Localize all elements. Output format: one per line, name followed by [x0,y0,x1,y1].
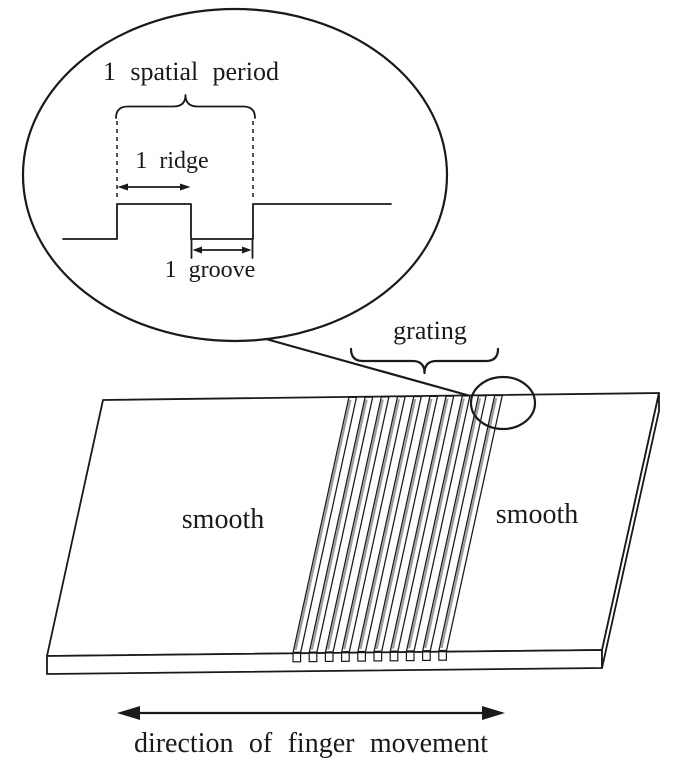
magnifier-circle [469,375,537,431]
grating-tooth [324,652,334,663]
magnifier-inset-ellipse [21,7,449,343]
waveform-profile [62,203,392,240]
grating-tooth [308,652,318,663]
direction-label: direction of finger movement [134,728,488,759]
grating-ridge-shadow [375,398,433,649]
grating-tooth [373,651,383,662]
grating-tooth [422,651,431,662]
smooth-left-label: smooth [182,504,264,535]
grating-tooth [389,651,399,662]
magnified-inset: 1 spatial period 1 ridge 1 groove [21,7,449,343]
grating-ridge-shadow [294,399,352,650]
finger-movement-arrow [117,706,505,720]
grating-ridge-shadow [359,399,417,650]
grating-ridge-shadow [424,398,482,649]
grating-ridge-shadow [326,399,384,650]
grating-tooth [341,652,350,662]
grating-tooth [405,651,415,662]
plate-right-face [601,392,660,669]
grating-label: grating [393,316,467,345]
grating-ridge-shadow [391,398,449,649]
grating-ridge-shadow [343,399,401,650]
groove-label: 1 groove [165,257,256,283]
spatial-period-label: 1 spatial period [103,57,279,86]
grating-tooth [292,652,302,663]
magnifier-connector-line [264,337,476,399]
grating-teeth [292,651,447,663]
groove-dimension-arrow [190,239,254,259]
grating-ridge-shadow [310,399,368,650]
grating-tooth [438,651,447,661]
spatial-period-brace [115,94,256,119]
grating-tooth [357,651,366,662]
ridge-label: 1 ridge [135,148,208,174]
smooth-right-label: smooth [496,499,578,530]
plate: smooth smooth [46,392,660,675]
grating-stripes [292,394,504,654]
grating-ridge-shadow [440,398,498,649]
grating-brace [349,347,500,375]
ridge-dimension-arrow [117,183,191,191]
grating-ridge-shadow [407,398,465,649]
